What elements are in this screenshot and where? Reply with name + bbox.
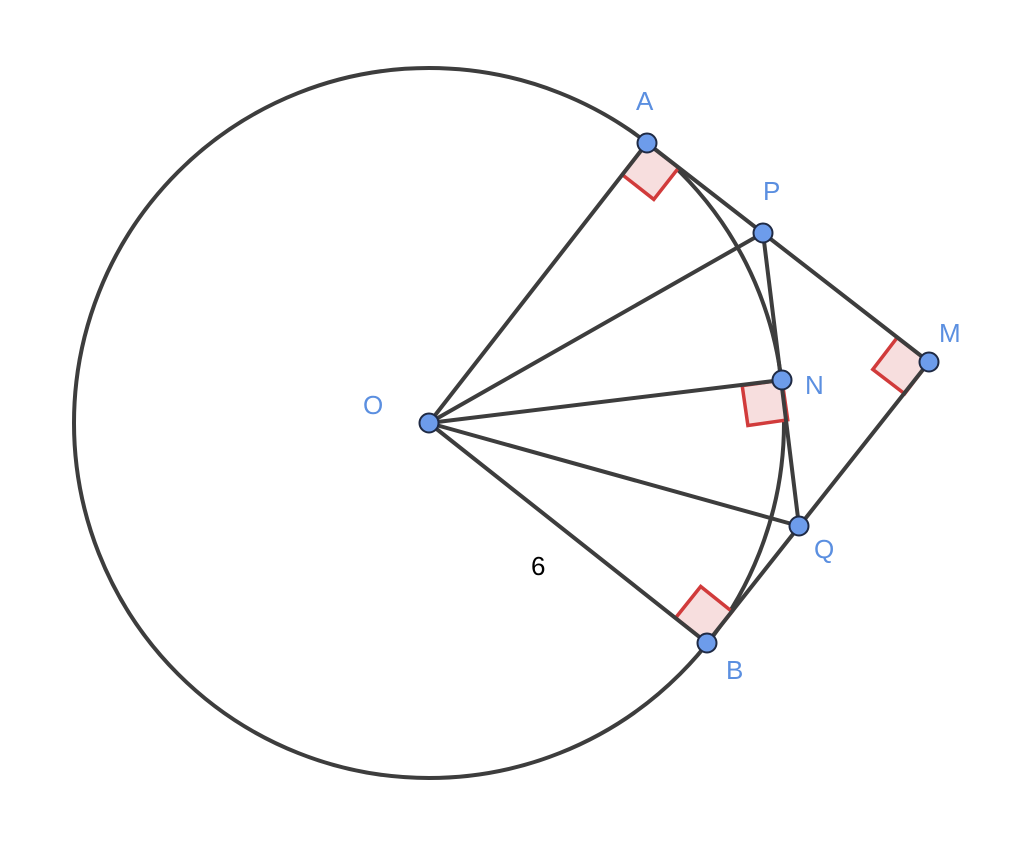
label-b: B	[726, 655, 743, 685]
segment-on	[427, 378, 784, 425]
segment-oa	[427, 141, 649, 425]
label-q: Q	[814, 534, 834, 564]
point-a[interactable]	[636, 132, 658, 154]
label-m: M	[939, 318, 961, 348]
point-q[interactable]	[788, 515, 810, 537]
segment-bm	[705, 360, 931, 645]
label-o: O	[363, 390, 383, 420]
point-b[interactable]	[696, 632, 718, 654]
label-n: N	[805, 370, 824, 400]
point-p[interactable]	[752, 222, 774, 244]
radius-length-label: 6	[531, 551, 545, 581]
segment-oq	[427, 421, 801, 528]
circle-o	[72, 66, 786, 780]
segment-am	[645, 141, 931, 364]
segment-ob	[427, 421, 709, 645]
segment-op	[427, 231, 765, 425]
point-n[interactable]	[771, 369, 793, 391]
point-o[interactable]	[418, 412, 440, 434]
label-a: A	[636, 86, 654, 116]
point-m[interactable]	[918, 351, 940, 373]
label-p: P	[763, 176, 780, 206]
